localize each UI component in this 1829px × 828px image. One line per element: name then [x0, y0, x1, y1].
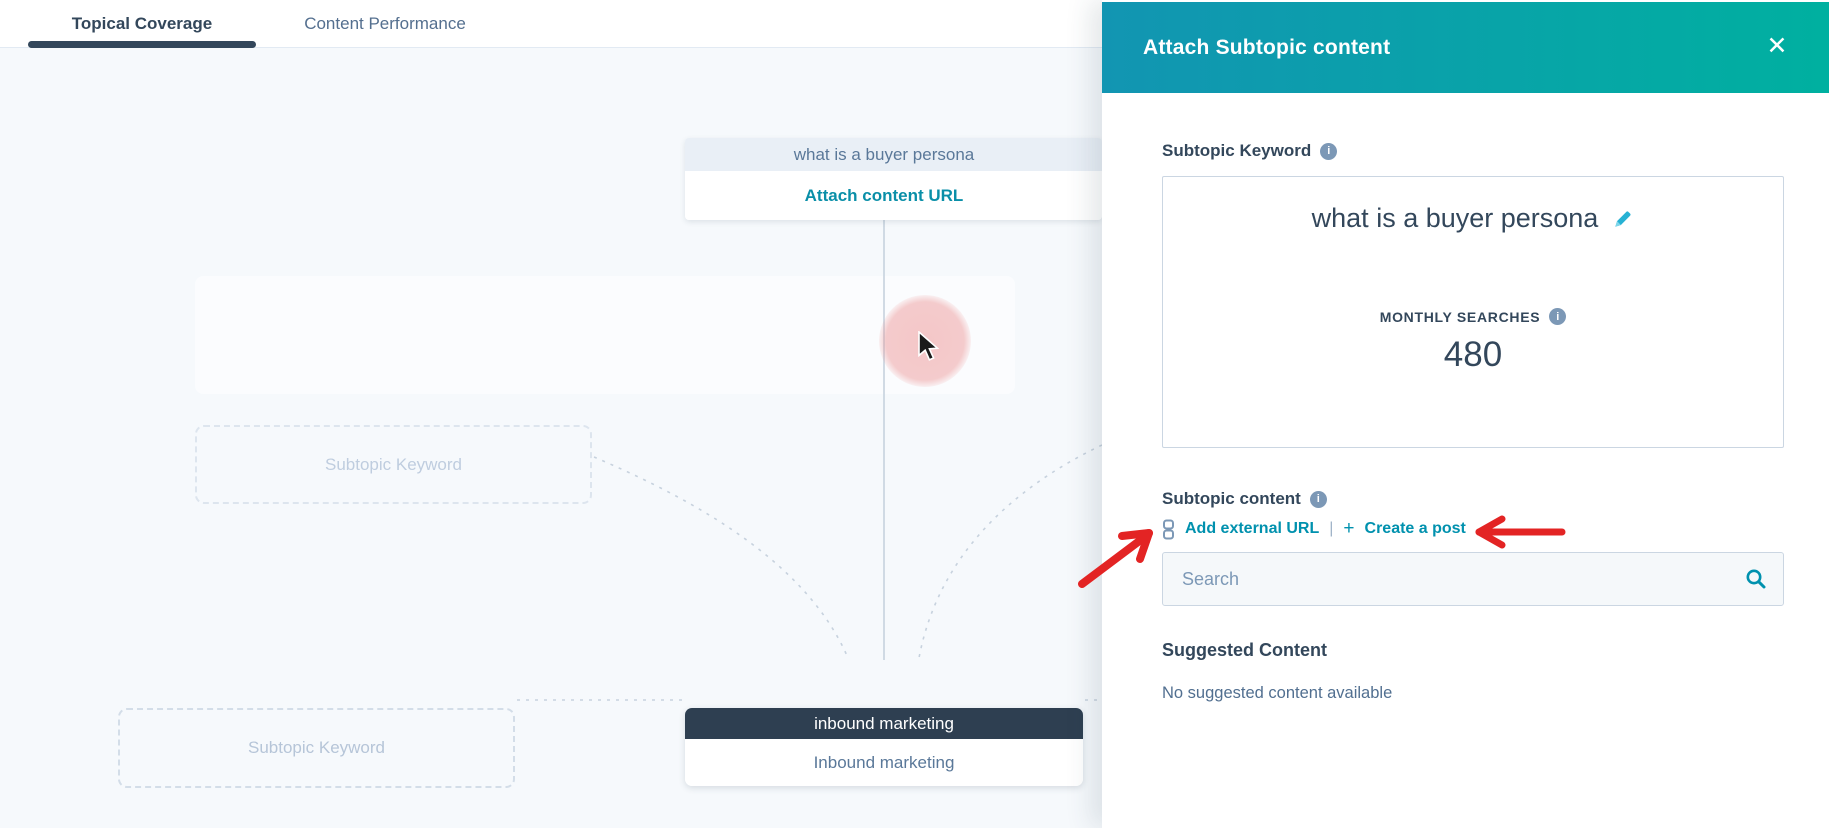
subtopic-node-action-area: Attach content URL	[685, 171, 1102, 220]
suggested-content-heading: Suggested Content	[1162, 640, 1327, 660]
suggested-content-empty-message: No suggested content available	[1162, 684, 1393, 702]
core-topic-title-label: Inbound marketing	[813, 752, 955, 772]
attach-subtopic-content-panel: Attach Subtopic content ✕ Subtopic Keywo…	[1102, 0, 1829, 828]
add-external-url-link[interactable]: Add external URL	[1185, 520, 1320, 537]
attach-content-url-link[interactable]: Attach content URL	[804, 185, 964, 205]
external-link-chain-icon	[1163, 519, 1174, 539]
panel-title: Attach Subtopic content	[1143, 35, 1391, 59]
core-topic-node-inbound-marketing[interactable]: inbound marketing Inbound marketing	[685, 708, 1083, 786]
subtopic-content-label-text: Subtopic content	[1162, 489, 1301, 508]
subtopic-placeholder-label: Subtopic Keyword	[247, 738, 386, 757]
search-icon[interactable]	[1742, 565, 1770, 593]
panel-header: Attach Subtopic content ✕	[1102, 2, 1829, 93]
edit-pencil-icon[interactable]	[1612, 208, 1634, 230]
monthly-searches-value: 480	[1443, 335, 1503, 374]
subtopic-node-keyword-label: what is a buyer persona	[793, 144, 975, 164]
subtopic-keyword-label-text: Subtopic Keyword	[1162, 141, 1312, 160]
create-a-post-link[interactable]: Create a post	[1364, 520, 1466, 537]
search-input[interactable]	[1162, 552, 1784, 606]
subtopic-placeholder-node[interactable]: Subtopic Keyword	[118, 708, 515, 788]
subtopic-placeholder-label: Subtopic Keyword	[324, 454, 463, 474]
active-tab-underline	[28, 41, 256, 48]
plus-icon: +	[1343, 518, 1355, 539]
monthly-searches-row: MONTHLY SEARCHES i	[1163, 308, 1783, 325]
subtopic-node-keyword: what is a buyer persona	[685, 138, 1102, 171]
subtopic-node-buyer-persona[interactable]: what is a buyer persona Attach content U…	[685, 138, 1102, 220]
subtopic-content-search	[1162, 552, 1784, 606]
tab-topical-coverage-label: Topical Coverage	[71, 14, 213, 33]
info-icon[interactable]: i	[1309, 490, 1327, 508]
link-divider: |	[1329, 520, 1334, 537]
subtopic-placeholder-node[interactable]: Subtopic Keyword	[195, 425, 592, 504]
subtopic-content-section-label: Subtopic content i	[1162, 489, 1327, 509]
subtopic-content-actions: Add external URL | + Create a post	[1162, 518, 1466, 540]
info-icon[interactable]: i	[1549, 308, 1567, 325]
monthly-searches-label: MONTHLY SEARCHES	[1379, 308, 1541, 325]
subtopic-keyword-section-label: Subtopic Keyword i	[1162, 141, 1338, 161]
tab-content-performance-label: Content Performance	[304, 14, 466, 33]
tab-content-performance[interactable]: Content Performance	[285, 0, 485, 48]
info-icon[interactable]: i	[1320, 142, 1338, 160]
core-topic-keyword-label: inbound marketing	[814, 713, 954, 733]
keyword-value-row: what is a buyer persona	[1163, 203, 1783, 234]
close-icon[interactable]: ✕	[1766, 32, 1788, 60]
subtopic-keyword-card: what is a buyer persona MONTHLY SEARCHES…	[1162, 176, 1784, 448]
core-topic-keyword: inbound marketing	[685, 708, 1083, 739]
tab-topical-coverage[interactable]: Topical Coverage	[28, 0, 256, 48]
core-topic-title: Inbound marketing	[685, 739, 1083, 786]
faded-background-artifact	[195, 276, 1015, 394]
keyword-value: what is a buyer persona	[1311, 203, 1599, 233]
mouse-cursor-icon	[918, 331, 940, 361]
